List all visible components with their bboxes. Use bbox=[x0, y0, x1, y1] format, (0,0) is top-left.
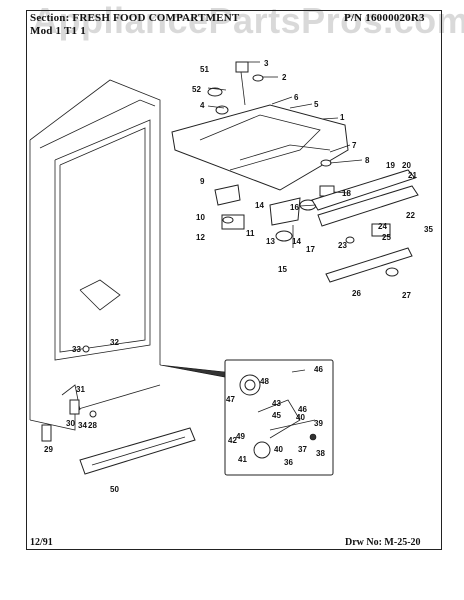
callout-12: 12 bbox=[196, 233, 205, 242]
callout-30: 30 bbox=[66, 419, 75, 428]
callout-7: 7 bbox=[352, 141, 357, 150]
callout-23: 23 bbox=[338, 241, 347, 250]
callout-19: 19 bbox=[386, 161, 395, 170]
callout-13: 13 bbox=[266, 237, 275, 246]
callout-labels: 1 2 3 4 5 6 7 8 9 10 11 12 13 14 14 15 1… bbox=[44, 59, 433, 494]
callout-31: 31 bbox=[76, 385, 85, 394]
callout-39: 39 bbox=[314, 419, 323, 428]
callout-16: 16 bbox=[290, 203, 299, 212]
callout-36: 36 bbox=[284, 458, 293, 467]
callout-38: 38 bbox=[316, 449, 325, 458]
callout-50: 50 bbox=[110, 485, 119, 494]
callout-49: 49 bbox=[236, 432, 245, 441]
callout-52: 52 bbox=[192, 85, 201, 94]
callout-32: 32 bbox=[110, 338, 119, 347]
callout-40b: 40 bbox=[274, 445, 283, 454]
footer-date: 12/91 bbox=[30, 537, 53, 548]
callout-25: 25 bbox=[382, 233, 391, 242]
cabinet-outline bbox=[29, 79, 161, 431]
callout-35: 35 bbox=[424, 225, 433, 234]
callout-45: 45 bbox=[272, 411, 281, 420]
callout-14a: 14 bbox=[255, 201, 264, 210]
callout-29: 29 bbox=[44, 445, 53, 454]
callout-37: 37 bbox=[298, 445, 307, 454]
callout-18: 18 bbox=[342, 189, 351, 198]
callout-34: 34 bbox=[78, 421, 87, 430]
part-number: P/N 16000020R3 bbox=[344, 12, 425, 24]
callout-9: 9 bbox=[200, 177, 205, 186]
callout-20: 20 bbox=[402, 161, 411, 170]
callout-47: 47 bbox=[226, 395, 235, 404]
callout-4: 4 bbox=[200, 101, 205, 110]
diagram-sheet bbox=[26, 10, 442, 550]
callout-2: 2 bbox=[282, 73, 287, 82]
model-line: Mod 1 T1 1 bbox=[30, 25, 86, 37]
callout-26: 26 bbox=[352, 289, 361, 298]
callout-17: 17 bbox=[306, 245, 315, 254]
callout-8: 8 bbox=[365, 156, 370, 165]
callout-48: 48 bbox=[260, 377, 269, 386]
drawing-number: Drw No: M-25-20 bbox=[345, 537, 421, 548]
detail-inset bbox=[159, 359, 334, 476]
callout-6: 6 bbox=[294, 93, 299, 102]
callout-21: 21 bbox=[408, 171, 417, 180]
callout-22: 22 bbox=[406, 211, 415, 220]
callout-33: 33 bbox=[72, 345, 81, 354]
callout-24: 24 bbox=[378, 222, 387, 231]
callout-43: 43 bbox=[272, 399, 281, 408]
callout-51: 51 bbox=[200, 65, 209, 74]
control-parts bbox=[214, 184, 301, 248]
callout-28: 28 bbox=[88, 421, 97, 430]
callout-46a: 46 bbox=[314, 365, 323, 374]
callout-3: 3 bbox=[264, 59, 269, 68]
callout-46b: 46 bbox=[298, 405, 307, 414]
callout-11: 11 bbox=[246, 229, 255, 238]
callout-41: 41 bbox=[238, 455, 247, 464]
shelf-rails bbox=[311, 169, 419, 283]
callout-14b: 14 bbox=[292, 237, 301, 246]
callout-15: 15 bbox=[278, 265, 287, 274]
callout-1: 1 bbox=[340, 113, 345, 122]
callout-27: 27 bbox=[402, 291, 411, 300]
callout-10: 10 bbox=[196, 213, 205, 222]
section-title: Section: FRESH FOOD COMPARTMENT bbox=[30, 12, 240, 24]
watermark: AppliancePartsPros.com bbox=[32, 0, 464, 41]
callout-5: 5 bbox=[314, 100, 319, 109]
grille-parts bbox=[41, 345, 196, 475]
leader-lines bbox=[207, 61, 363, 207]
housing-assembly bbox=[171, 61, 349, 211]
callout-42: 42 bbox=[228, 436, 237, 445]
callout-40a: 40 bbox=[296, 413, 305, 422]
